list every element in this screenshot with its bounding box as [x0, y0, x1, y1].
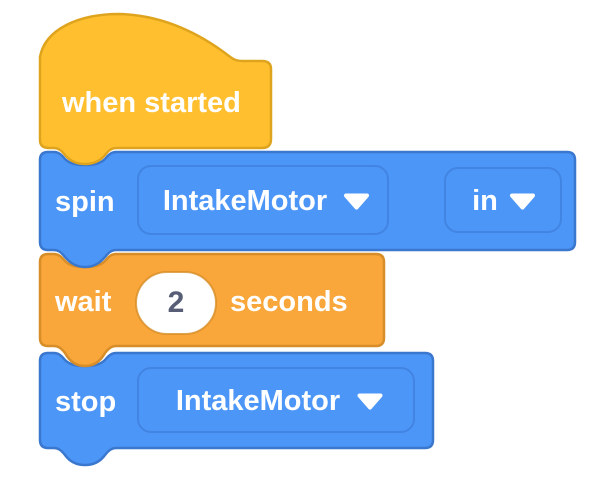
- wait-seconds-block[interactable]: wait 2 seconds: [38, 252, 386, 368]
- spin-motor-block[interactable]: spin IntakeMotor in: [38, 150, 577, 269]
- chevron-down-icon[interactable]: [510, 193, 535, 210]
- spin-block-label: spin: [55, 186, 115, 218]
- stop-block-label: stop: [55, 386, 116, 418]
- spin-direction-dropdown-field[interactable]: [444, 167, 562, 233]
- wait-duration-value[interactable]: 2: [168, 286, 185, 319]
- spin-direction-dropdown[interactable]: in: [444, 167, 562, 233]
- chevron-down-icon[interactable]: [344, 193, 369, 210]
- when-started-block-shape[interactable]: [38, 12, 273, 166]
- chevron-down-icon[interactable]: [357, 393, 383, 410]
- when-started-hat-block[interactable]: when started: [38, 12, 273, 166]
- wait-block-label: wait: [54, 286, 112, 318]
- stop-motor-block[interactable]: stop IntakeMotor: [38, 351, 435, 467]
- wait-duration-input-field[interactable]: [135, 271, 217, 335]
- wait-unit-label: seconds: [230, 286, 348, 318]
- when-started-label: when started: [61, 87, 241, 119]
- stop-motor-dropdown[interactable]: IntakeMotor: [137, 367, 415, 433]
- stop-motor-dropdown-field[interactable]: [137, 367, 415, 433]
- spin-motor-dropdown-field[interactable]: [137, 165, 389, 235]
- spin-motor-dropdown[interactable]: IntakeMotor: [137, 165, 389, 235]
- stop-motor-dropdown-value: IntakeMotor: [176, 385, 340, 417]
- spin-motor-dropdown-value: IntakeMotor: [163, 185, 327, 217]
- wait-duration-input[interactable]: 2: [135, 271, 217, 335]
- spin-direction-dropdown-value: in: [472, 185, 498, 217]
